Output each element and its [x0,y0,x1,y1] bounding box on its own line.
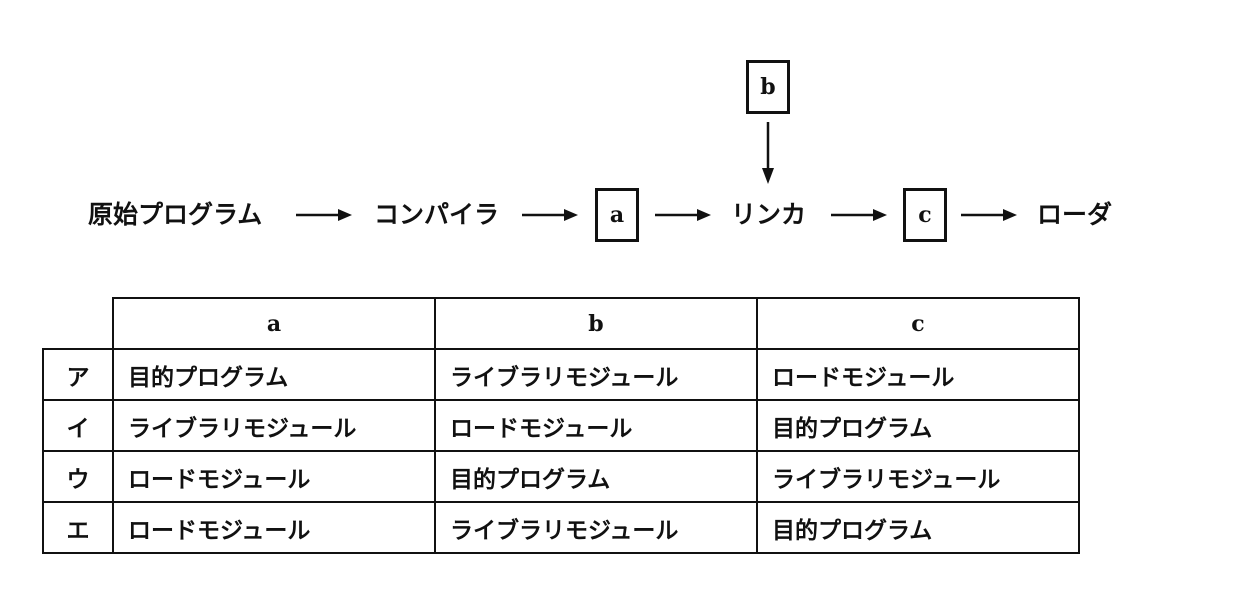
table-cell: ロードモジュール [112,501,436,554]
table-row: ア 目的プログラム ライブラリモジュール ロードモジュール [42,348,1080,401]
choice-table: a b c ア 目的プログラム ライブラリモジュール ロードモジュール イ ライ… [42,297,1080,554]
header-c: c [756,297,1080,350]
linker-label: リンカ [731,200,807,229]
compiler-label: コンパイラ [374,200,500,229]
table-corner [43,298,114,350]
row-label: ウ [42,450,114,503]
header-a: a [112,297,436,350]
table-cell: ロードモジュール [756,348,1080,401]
row-label: ア [42,348,114,401]
table-row: ウ ロードモジュール 目的プログラム ライブラリモジュール [42,450,1080,503]
box-c: c [903,188,947,242]
table-cell: ロードモジュール [112,450,436,503]
row-label: イ [42,399,114,452]
table-header-row: a b c [43,297,1080,350]
box-a-label: a [609,202,625,228]
arrow-right-icon [655,209,711,221]
table-cell: 目的プログラム [756,501,1080,554]
table-row: イ ライブラリモジュール ロードモジュール 目的プログラム [42,399,1080,452]
table-cell: 目的プログラム [434,450,758,503]
arrow-right-icon [831,209,887,221]
table-cell: ライブラリモジュール [434,501,758,554]
arrow-right-icon [296,209,352,221]
row-label: エ [42,501,114,554]
source-program-label: 原始プログラム [88,200,263,229]
table-cell: ライブラリモジュール [112,399,436,452]
table-row: エ ロードモジュール ライブラリモジュール 目的プログラム [42,501,1080,554]
arrow-down-icon [762,122,774,184]
table-cell: ライブラリモジュール [434,348,758,401]
box-b: b [746,60,790,114]
box-b-label: b [760,74,776,100]
loader-label: ローダ [1037,200,1113,229]
table-cell: ロードモジュール [434,399,758,452]
box-c-label: c [918,202,932,228]
arrow-right-icon [522,209,578,221]
header-b: b [434,297,758,350]
arrow-right-icon [961,209,1017,221]
table-cell: 目的プログラム [112,348,436,401]
table-cell: 目的プログラム [756,399,1080,452]
box-a: a [595,188,639,242]
table-cell: ライブラリモジュール [756,450,1080,503]
